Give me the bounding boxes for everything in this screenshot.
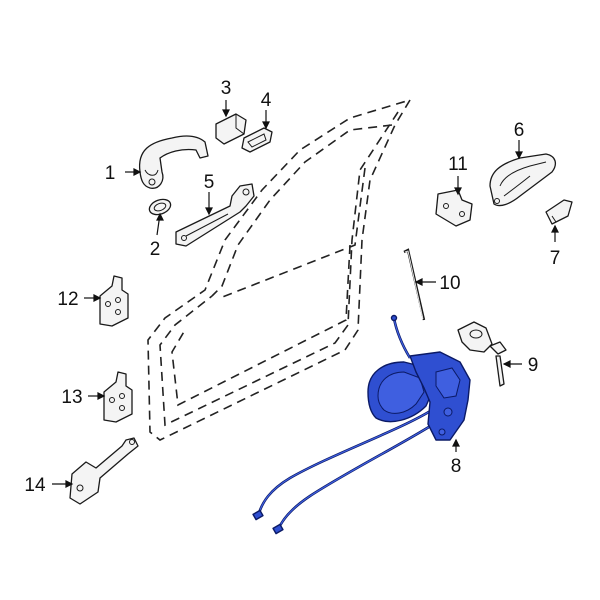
lower-hinge bbox=[103, 371, 133, 423]
callout-10: 10 bbox=[439, 273, 460, 294]
callout-2: 2 bbox=[150, 239, 161, 260]
callouts: 1 2 3 4 5 6 7 8 9 10 11 12 13 14 bbox=[24, 78, 560, 496]
lock-rod bbox=[403, 248, 426, 321]
inside-door-handle bbox=[489, 153, 557, 207]
inside-handle-bracket bbox=[435, 189, 473, 227]
callout-6: 6 bbox=[514, 120, 525, 141]
upper-hinge bbox=[99, 275, 129, 327]
callout-4: 4 bbox=[261, 90, 272, 111]
handle-cap bbox=[215, 113, 247, 145]
callout-7: 7 bbox=[550, 248, 561, 269]
callout-8: 8 bbox=[451, 456, 462, 477]
handle-gasket bbox=[148, 198, 172, 216]
cap-gasket bbox=[241, 127, 273, 153]
callout-12: 12 bbox=[57, 289, 78, 310]
callout-1: 1 bbox=[105, 163, 116, 184]
handle-clip bbox=[545, 199, 573, 225]
handle-bracket bbox=[175, 183, 255, 247]
callout-13: 13 bbox=[61, 387, 82, 408]
door-check bbox=[69, 437, 139, 505]
callout-11: 11 bbox=[448, 154, 468, 175]
callout-9: 9 bbox=[528, 355, 539, 376]
door-lock-actuator-highlighted bbox=[252, 314, 471, 535]
callout-5: 5 bbox=[204, 172, 215, 193]
callout-14: 14 bbox=[24, 475, 46, 496]
callout-3: 3 bbox=[221, 78, 232, 99]
outside-door-handle bbox=[138, 135, 209, 189]
lock-cylinder bbox=[457, 321, 507, 387]
door-outline bbox=[147, 98, 412, 441]
leader-lines bbox=[52, 100, 559, 488]
